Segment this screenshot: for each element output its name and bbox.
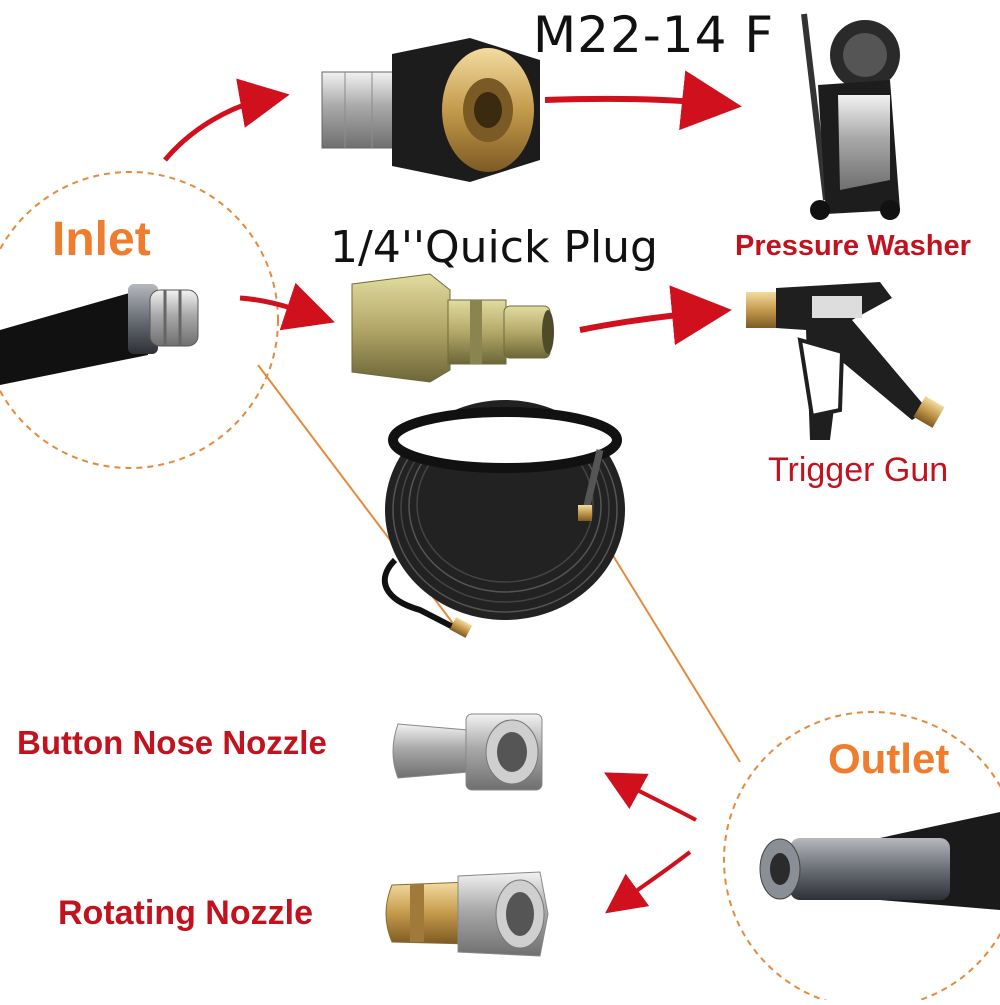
inlet-label: Inlet [52, 213, 151, 266]
arrow-plug-to-gun [579, 285, 732, 346]
arrow-inlet-to-adapter [163, 78, 290, 162]
outlet-callout [723, 711, 1000, 1005]
arrow-outlet-to-button-nozzle [603, 772, 697, 822]
quick-plug-image [351, 273, 554, 383]
inlet-callout [0, 171, 279, 469]
quick-plug-label: 1/4''Quick Plug [330, 222, 658, 273]
trigger-gun-label: Trigger Gun [768, 451, 949, 489]
pressure-washer-label: Pressure Washer [735, 230, 971, 262]
button-nose-nozzle-image [392, 713, 543, 791]
arrow-outlet-to-rotating-nozzle [605, 850, 692, 914]
outlet-label: Outlet [828, 735, 950, 782]
flow-arrows [163, 70, 742, 914]
adapter-thread-label: M22-14 F [533, 6, 775, 64]
rotating-nozzle-image [385, 871, 549, 957]
m22-adapter-image [321, 38, 540, 182]
pressure-washer-image [801, 13, 900, 220]
trigger-gun-image [746, 282, 945, 440]
rotating-nozzle-label: Rotating Nozzle [58, 894, 313, 932]
sewer-jetter-hose-coil [381, 400, 625, 638]
arrow-inlet-to-plug [239, 282, 335, 331]
button-nose-nozzle-label: Button Nose Nozzle [17, 724, 327, 761]
arrow-adapter-to-washer [544, 70, 742, 131]
